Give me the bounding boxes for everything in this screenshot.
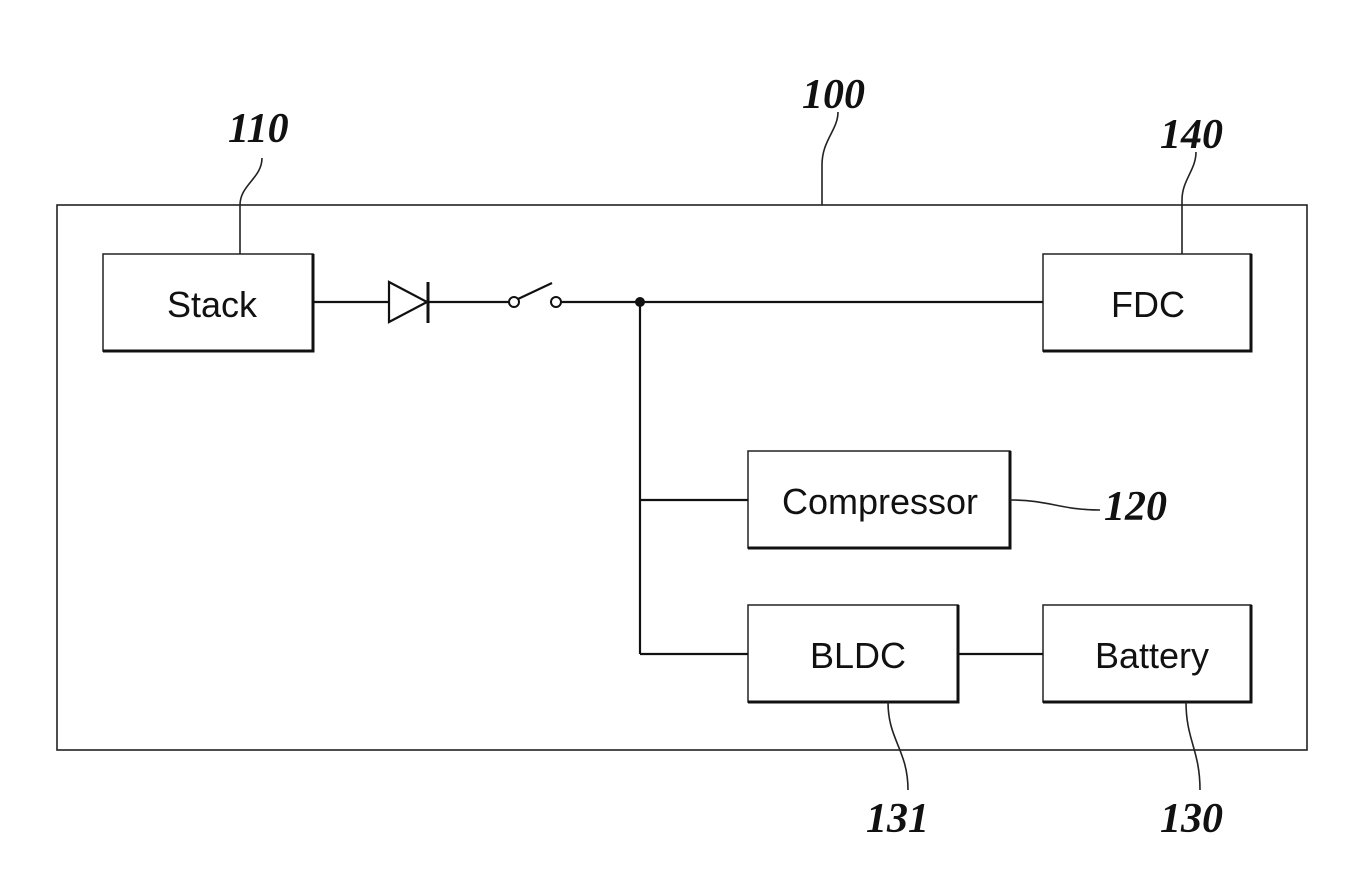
compressor-block: Compressor bbox=[748, 451, 1010, 548]
leader-120 bbox=[1010, 500, 1100, 510]
ref-140: 140 bbox=[1160, 112, 1223, 158]
leader-130 bbox=[1186, 702, 1200, 790]
bldc-block: BLDC bbox=[748, 605, 958, 702]
fdc-block: FDC bbox=[1043, 254, 1251, 351]
battery-block: Battery bbox=[1043, 605, 1251, 702]
fdc-label: FDC bbox=[1111, 284, 1185, 325]
bldc-label: BLDC bbox=[810, 635, 906, 676]
battery-label: Battery bbox=[1095, 635, 1209, 676]
switch-icon bbox=[509, 283, 561, 307]
ref-131: 131 bbox=[866, 796, 929, 842]
leader-140 bbox=[1182, 152, 1196, 254]
ref-110: 110 bbox=[228, 106, 289, 152]
leader-100 bbox=[822, 112, 838, 205]
stack-block: Stack bbox=[103, 254, 313, 351]
stack-label: Stack bbox=[167, 284, 258, 325]
leader-131 bbox=[888, 702, 908, 790]
diode-icon bbox=[389, 282, 428, 323]
compressor-label: Compressor bbox=[782, 481, 978, 522]
ref-130: 130 bbox=[1160, 796, 1223, 842]
leader-110 bbox=[240, 158, 262, 254]
ref-120: 120 bbox=[1104, 484, 1167, 530]
ref-100: 100 bbox=[802, 72, 865, 118]
